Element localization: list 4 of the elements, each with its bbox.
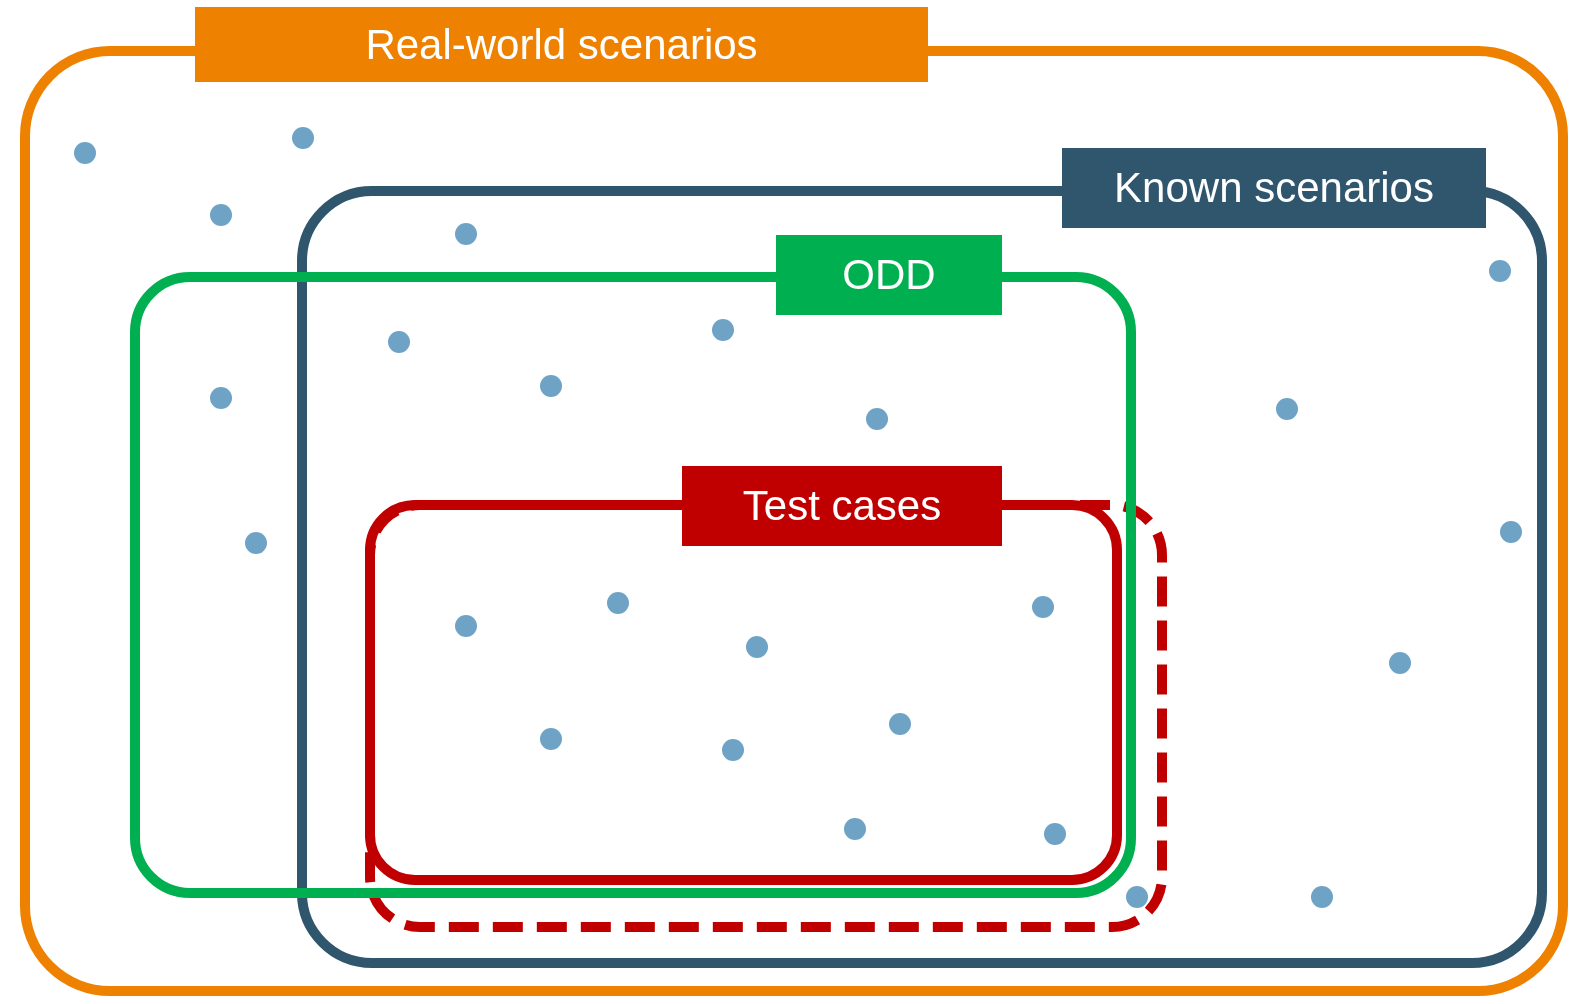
region-label: Known scenarios (1062, 148, 1486, 228)
region-label: ODD (776, 235, 1002, 315)
region-label: Real-world scenarios (195, 7, 928, 82)
region-label: Test cases (682, 466, 1002, 546)
